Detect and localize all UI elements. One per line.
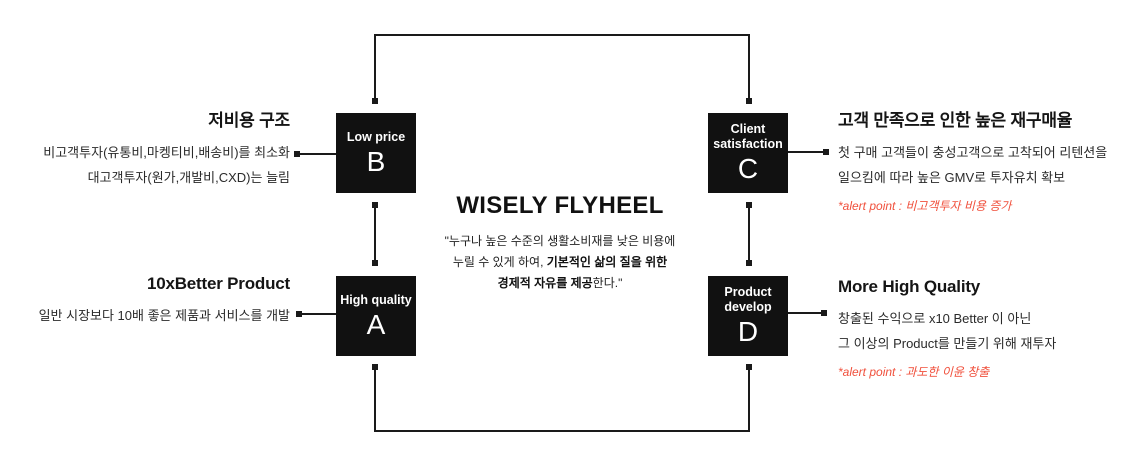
endpoint-square: [372, 364, 378, 370]
quote-line3-regular: 한다.": [592, 276, 623, 290]
annotation-repurchase-line1: 첫 구매 고객들이 충성고객으로 고착되어 리텐션을: [838, 145, 1108, 160]
endpoint-square: [746, 260, 752, 266]
box-high-quality: High quality A: [336, 276, 416, 356]
endpoint-square: [746, 98, 752, 104]
box-client-satisfaction: Client satisfaction C: [708, 113, 788, 193]
annotation-low-cost-title: 저비용 구조: [208, 111, 290, 130]
annotation-more-high-quality-line1: 창출된 수익으로 x10 Better 이 아닌: [838, 311, 1032, 326]
annotation-repurchase-body: 첫 구매 고객들이 충성고객으로 고착되어 리텐션을 일으킴에 따라 높은 GM…: [838, 140, 1107, 190]
annotation-better-product-body: 일반 시장보다 10배 좋은 제품과 서비스를 개발: [39, 303, 290, 328]
annotation-better-product-line1: 일반 시장보다 10배 좋은 제품과 서비스를 개발: [38, 308, 290, 323]
endpoint-square: [746, 364, 752, 370]
annotation-repurchase-alert: *alert point : 비고객투자 비용 증가: [838, 199, 1012, 213]
connector-top-loop: [374, 34, 750, 103]
annotation-repurchase-title: 고객 만족으로 인한 높은 재구매율: [838, 111, 1073, 130]
diagram-title: WISELY FLYHEEL: [456, 192, 664, 219]
quote-line2-regular: 누릴 수 있게 하여,: [452, 255, 547, 269]
connector-bottom-loop: [374, 367, 750, 432]
quote-line2-bold: 기본적인 삶의 질을 위한: [546, 255, 668, 269]
quote-line3-bold: 경제적 자유를 제공: [497, 276, 593, 290]
box-high-quality-label: High quality: [340, 292, 412, 307]
annotation-better-product-title: 10xBetter Product: [146, 274, 290, 293]
annotation-low-cost: 저비용 구조 비고객투자(유통비,마켕티비,배송비)를 최소화 대고객투자(원가…: [43, 106, 290, 190]
annotation-more-high-quality-alert: *alert point : 과도한 이윤 창출: [838, 365, 990, 379]
quote-line3: 경제적 자유를 제공한다.": [390, 273, 730, 294]
box-client-satisfaction-letter: C: [737, 153, 759, 185]
quote-line2: 누릴 수 있게 하여, 기본적인 삶의 질을 위한: [390, 252, 730, 273]
annotation-more-high-quality: More High Quality 창출된 수익으로 x10 Better 이 …: [838, 277, 1056, 380]
annotation-more-high-quality-title: More High Quality: [838, 277, 981, 296]
annotation-more-high-quality-line2: 그 이상의 Product를 만들기 위해 재투자: [838, 336, 1057, 351]
box-high-quality-letter: A: [366, 308, 386, 340]
endpoint-square: [372, 98, 378, 104]
quote-line1: "누구나 높은 수준의 생활소비재를 낮은 비용에: [444, 234, 676, 248]
annotation-low-cost-body: 비고객투자(유통비,마켕티비,배송비)를 최소화 대고객투자(원가,개발비,CX…: [43, 140, 290, 190]
annotation-repurchase-line2: 일으킴에 따라 높은 GMV로 투자유치 확보: [838, 170, 1066, 185]
annotation-low-cost-line1: 비고객투자(유통비,마켕티비,배송비)를 최소화: [43, 145, 290, 160]
center-block: WISELY FLYHEEL "누구나 높은 수준의 생활소비재를 낮은 비용에…: [390, 192, 730, 294]
box-low-price-letter: B: [366, 145, 386, 177]
box-client-satisfaction-label: Client satisfaction: [713, 122, 783, 151]
endpoint-square: [296, 311, 302, 317]
box-product-develop-letter: D: [737, 316, 759, 348]
box-low-price-label: Low price: [346, 129, 406, 144]
annotation-better-product: 10xBetter Product 일반 시장보다 10배 좋은 제품과 서비스…: [39, 274, 291, 328]
box-low-price: Low price B: [336, 113, 416, 193]
annotation-more-high-quality-body: 창출된 수익으로 x10 Better 이 아닌 그 이상의 Product를 …: [838, 306, 1056, 356]
box-product-develop: Product develop D: [708, 276, 788, 356]
endpoint-square: [746, 202, 752, 208]
annotation-low-cost-line2: 대고객투자(원가,개발비,CXD)는 늘림: [87, 170, 290, 185]
endpoint-square: [372, 260, 378, 266]
endpoint-square: [823, 149, 829, 155]
box-product-develop-label: Product develop: [724, 285, 772, 314]
endpoint-square: [821, 310, 827, 316]
diagram-quote: "누구나 높은 수준의 생활소비재를 낮은 비용에 누릴 수 있게 하여, 기본…: [390, 231, 730, 294]
endpoint-square: [372, 202, 378, 208]
annotation-repurchase: 고객 만족으로 인한 높은 재구매율 첫 구매 고객들이 충성고객으로 고착되어…: [838, 106, 1107, 214]
endpoint-square: [294, 151, 300, 157]
